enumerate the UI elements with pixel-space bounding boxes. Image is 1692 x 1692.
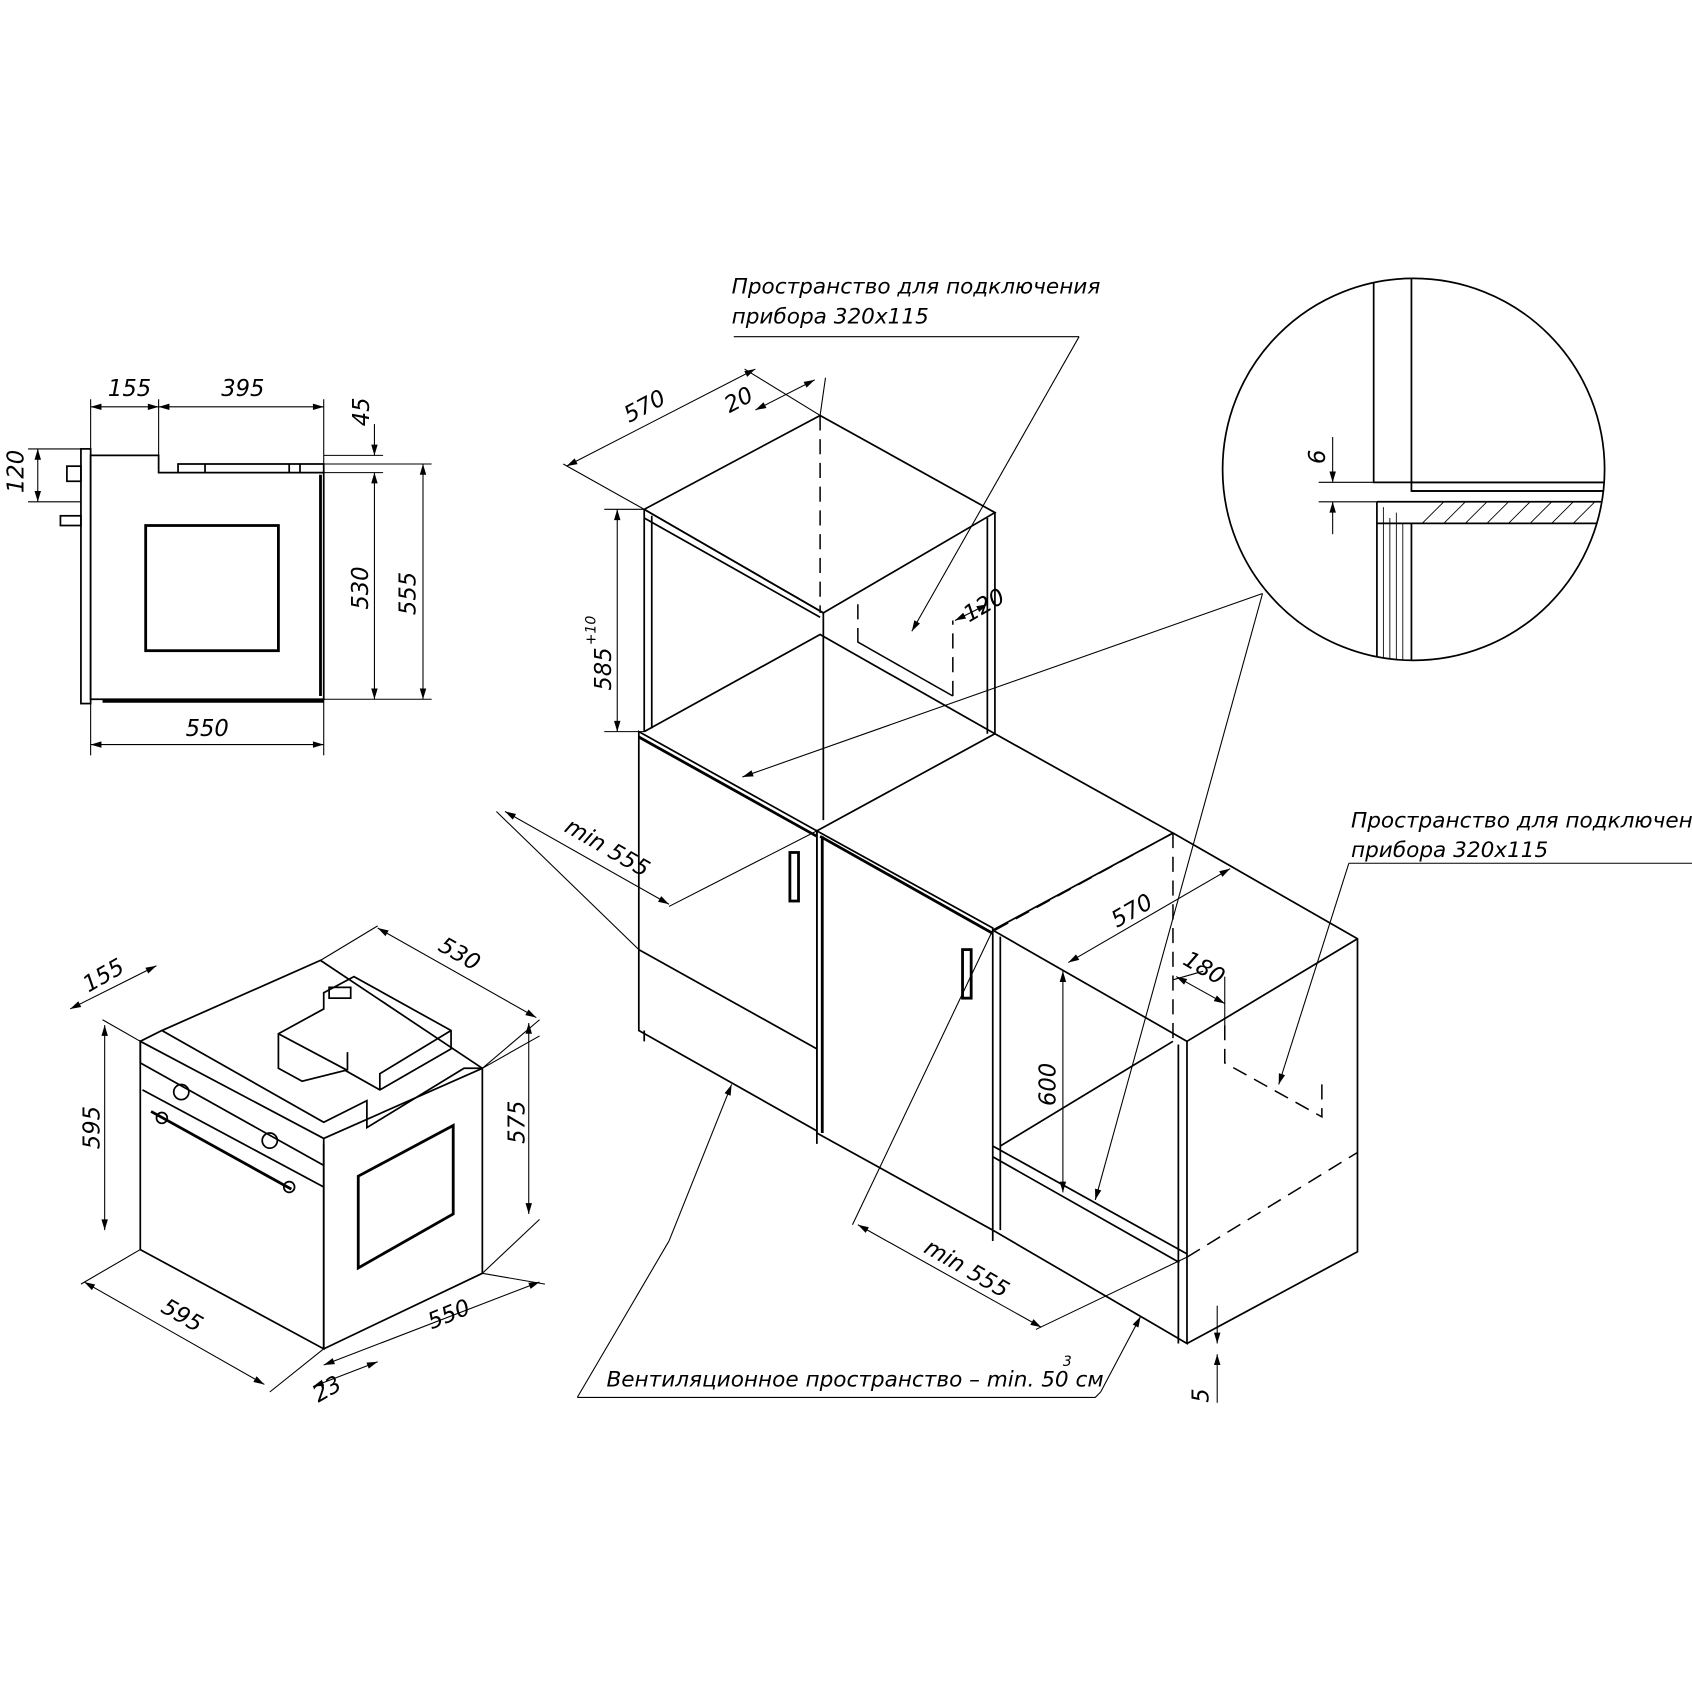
dim-585-tolerance: +10 xyxy=(584,616,600,646)
dim-6: 6 xyxy=(1305,450,1331,464)
dim-550: 550 xyxy=(424,1295,474,1335)
note-connection-space-right-line2: прибора 320x115 xyxy=(1351,838,1548,863)
note-connection-space-top-line2: прибора 320x115 xyxy=(732,305,929,330)
dim-530: 530 xyxy=(348,566,374,609)
oven-body-outline xyxy=(89,454,325,701)
dim-570-top: 570 xyxy=(620,385,670,428)
dim-550: 550 xyxy=(186,716,229,742)
dim-595-height: 595 xyxy=(79,1106,105,1149)
cabinet-installation-view: 570 20 585 +10 120 min 555 570 180 600 m… xyxy=(496,275,1692,1403)
note-connection-space-top-line1: Пространство для подключения xyxy=(732,275,1101,300)
dim-5: 5 xyxy=(1189,1388,1215,1402)
detail-magnified-view: 6 xyxy=(1221,277,1606,662)
right-cabinet xyxy=(1172,832,1359,1345)
dim-20: 20 xyxy=(720,382,758,418)
dim-155: 155 xyxy=(78,954,128,998)
front-panel xyxy=(80,448,92,705)
dim-23: 23 xyxy=(308,1371,346,1408)
cabinet-1-front xyxy=(637,730,818,1133)
dim-120: 120 xyxy=(959,584,1009,628)
oven-isometric-view: 530 155 595 575 595 550 23 xyxy=(69,925,546,1408)
dim-600: 600 xyxy=(1035,1063,1061,1106)
note-ventilation: Вентиляционное пространство – min. 50 см xyxy=(606,1368,1103,1393)
dim-45: 45 xyxy=(349,397,375,426)
knob xyxy=(172,1083,190,1101)
handle-side xyxy=(59,514,82,527)
cabinet-1-handle xyxy=(788,851,800,903)
note-connection-space-right-line1: Пространство для подключения xyxy=(1351,809,1692,834)
dim-585: 585 xyxy=(591,647,617,690)
control-panel-block xyxy=(277,975,452,1091)
dim-min555-left: min 555 xyxy=(560,814,654,883)
knob xyxy=(261,1132,279,1150)
dim-min555-right: min 555 xyxy=(920,1234,1014,1303)
connection-recess-top xyxy=(857,604,954,697)
cabinet-2-front xyxy=(816,829,994,1232)
connection-recess-right xyxy=(994,832,1358,1258)
dim-595-width: 595 xyxy=(157,1294,207,1338)
note-ventilation-sup: 3 xyxy=(1063,1354,1072,1370)
door-handle xyxy=(150,1110,293,1191)
dim-155: 155 xyxy=(108,376,151,402)
side-window xyxy=(356,1123,455,1271)
dim-575: 575 xyxy=(504,1101,530,1144)
dim-530: 530 xyxy=(434,932,484,976)
knob-side xyxy=(66,465,82,483)
dim-180: 180 xyxy=(1179,946,1229,990)
dim-120: 120 xyxy=(4,450,30,493)
dim-555: 555 xyxy=(395,572,421,615)
oven-side-view: 155 395 45 530 555 550 120 xyxy=(4,376,432,756)
dim-395: 395 xyxy=(221,376,264,402)
cabinet-2-handle xyxy=(961,948,973,1000)
oven-window xyxy=(144,524,280,653)
dim-570-right: 570 xyxy=(1107,889,1157,933)
